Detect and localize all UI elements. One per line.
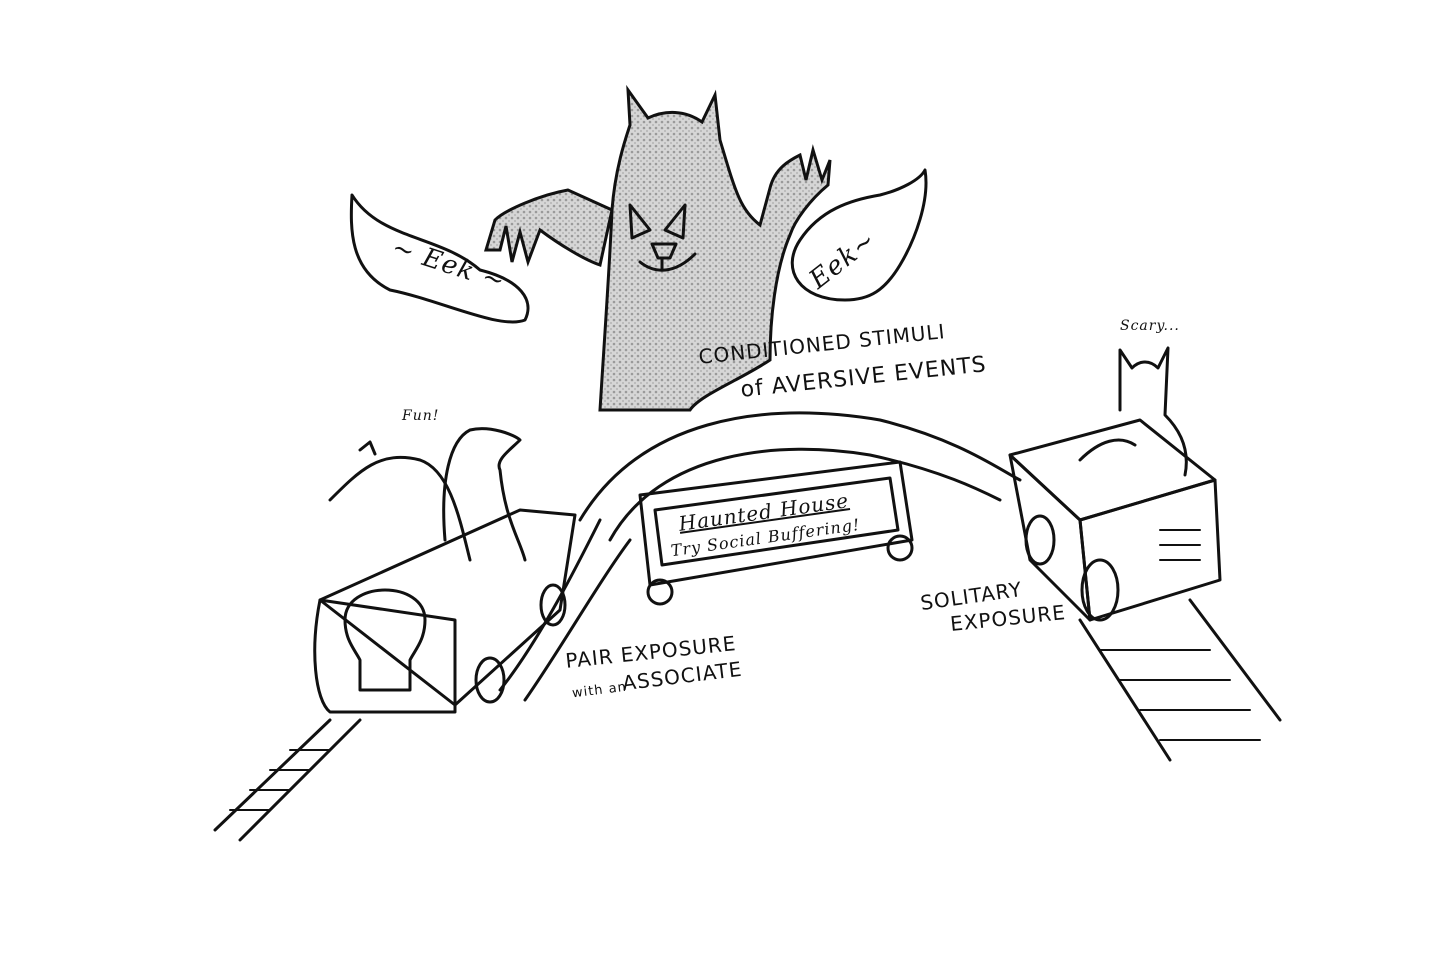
haunted-house-sign-cart [638,460,914,606]
solitary-cart [1008,346,1222,622]
ghost-cat-monster [483,84,832,412]
pair-cart [313,427,577,714]
scared-cat [1078,346,1188,477]
roller-coaster-track [213,411,1282,842]
rat-left [328,440,472,562]
eek-bubble-left [349,193,530,324]
pair-speech: Fun! [402,408,440,424]
rat-right [442,427,527,562]
eek-bubble-right [790,168,928,302]
solitary-speech: Scary... [1120,318,1180,334]
skull-icon [343,588,427,692]
